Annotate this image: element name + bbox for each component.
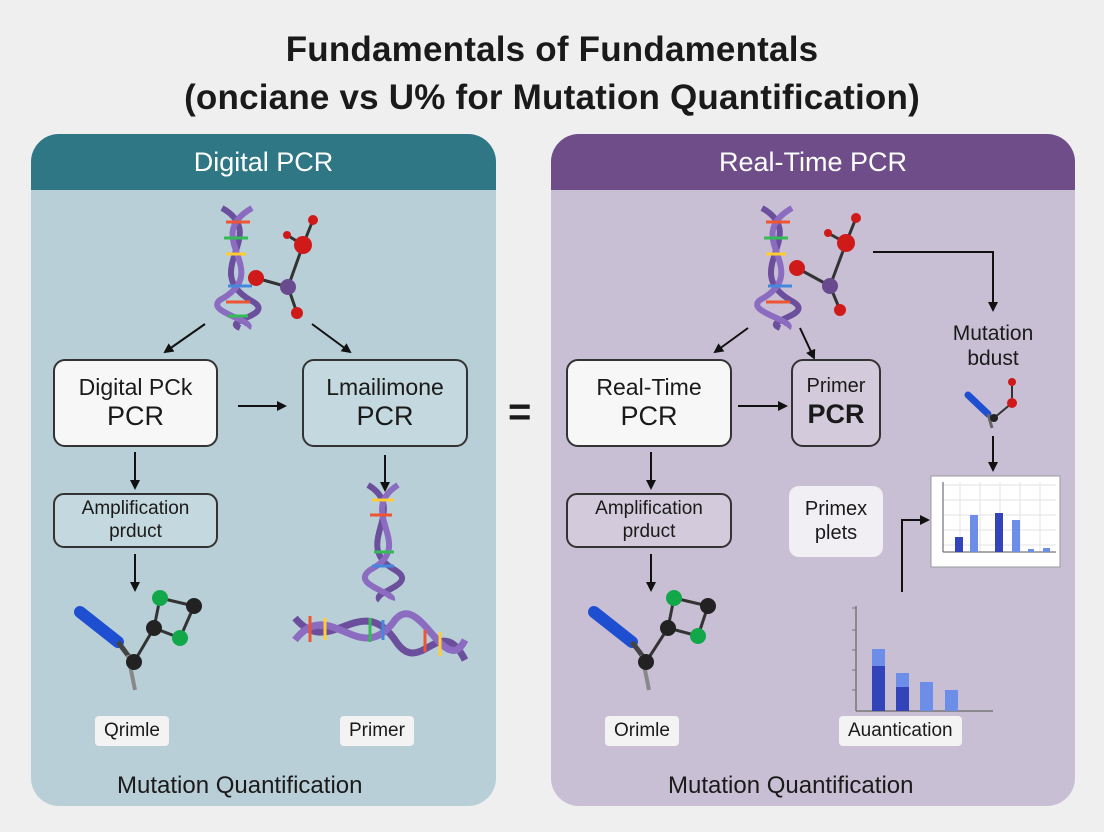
lmailimone-box-line2: PCR bbox=[356, 400, 414, 431]
digital-pcr-panel: Digital PCR bbox=[31, 134, 496, 806]
amplification-product-box-right: Amplification prduct bbox=[566, 493, 732, 548]
primer-pcr-box-line1: Primer bbox=[806, 375, 866, 398]
real-time-pcr-box-line2: PCR bbox=[620, 400, 678, 431]
dna-helix-icon bbox=[362, 482, 406, 603]
mutation-bdust-line2: bdust bbox=[967, 347, 1019, 371]
qrimle-label: Qrimle bbox=[95, 716, 169, 746]
bar-chart-icon bbox=[930, 475, 1061, 568]
dna-helix-icon bbox=[292, 610, 469, 662]
right-footer: Mutation Quantification bbox=[668, 772, 914, 799]
lmailimone-box: Lmailimone PCR bbox=[302, 359, 468, 447]
orimle-label: Orimle bbox=[605, 716, 679, 746]
equals-sign: = bbox=[508, 390, 532, 434]
mutation-bdust-line1: Mutation bbox=[952, 322, 1034, 345]
digital-pcr-header: Digital PCR bbox=[31, 134, 496, 190]
lmailimone-box-line1: Lmailimone bbox=[326, 373, 444, 400]
pipette-icon bbox=[74, 606, 137, 691]
amplification-product-line1: Amplification bbox=[81, 498, 190, 520]
bar-chart-icon bbox=[852, 606, 993, 712]
real-time-pcr-box: Real-Time PCR bbox=[566, 359, 732, 447]
digital-pck-box: Digital PCk PCR bbox=[53, 359, 218, 447]
molecule-icon bbox=[126, 590, 202, 670]
molecule-icon bbox=[248, 215, 318, 319]
pipette-icon bbox=[588, 606, 651, 691]
real-time-pcr-header: Real-Time PCR bbox=[551, 134, 1075, 190]
primer-pcr-box: Primer PCR bbox=[791, 359, 881, 447]
real-time-pcr-panel: Real-Time PCR bbox=[551, 134, 1075, 806]
molecule-icon bbox=[638, 590, 716, 670]
primex-plets-line1: Primex bbox=[804, 497, 868, 520]
digital-pck-box-line2: PCR bbox=[106, 400, 164, 431]
title-line-2: (onciane vs U% for Mutation Quantificati… bbox=[184, 78, 920, 117]
primer-pcr-box-line2: PCR bbox=[807, 398, 865, 429]
pipette-icon bbox=[964, 378, 1017, 429]
auantication-label: Auantication bbox=[839, 716, 962, 746]
primex-plets-line2: plets bbox=[814, 521, 858, 544]
primer-label: Primer bbox=[340, 716, 414, 746]
primex-plets-box: Primex plets bbox=[789, 486, 883, 557]
dna-helix-icon bbox=[754, 205, 802, 331]
amplification-product-right-line2: prduct bbox=[622, 520, 676, 542]
amplification-product-line2: prduct bbox=[109, 520, 162, 542]
real-time-pcr-box-line1: Real-Time bbox=[596, 373, 702, 400]
molecule-icon bbox=[789, 213, 861, 316]
amplification-product-right-line1: Amplification bbox=[595, 498, 703, 520]
mutation-bdust-text: Mutation bdust bbox=[935, 321, 1051, 371]
left-footer: Mutation Quantification bbox=[117, 772, 363, 799]
title-line-1: Fundamentals of Fundamentals bbox=[285, 30, 819, 69]
amplification-product-box: Amplification prduct bbox=[53, 493, 218, 548]
digital-pck-box-line1: Digital PCk bbox=[78, 373, 193, 400]
dna-helix-icon bbox=[214, 205, 262, 331]
